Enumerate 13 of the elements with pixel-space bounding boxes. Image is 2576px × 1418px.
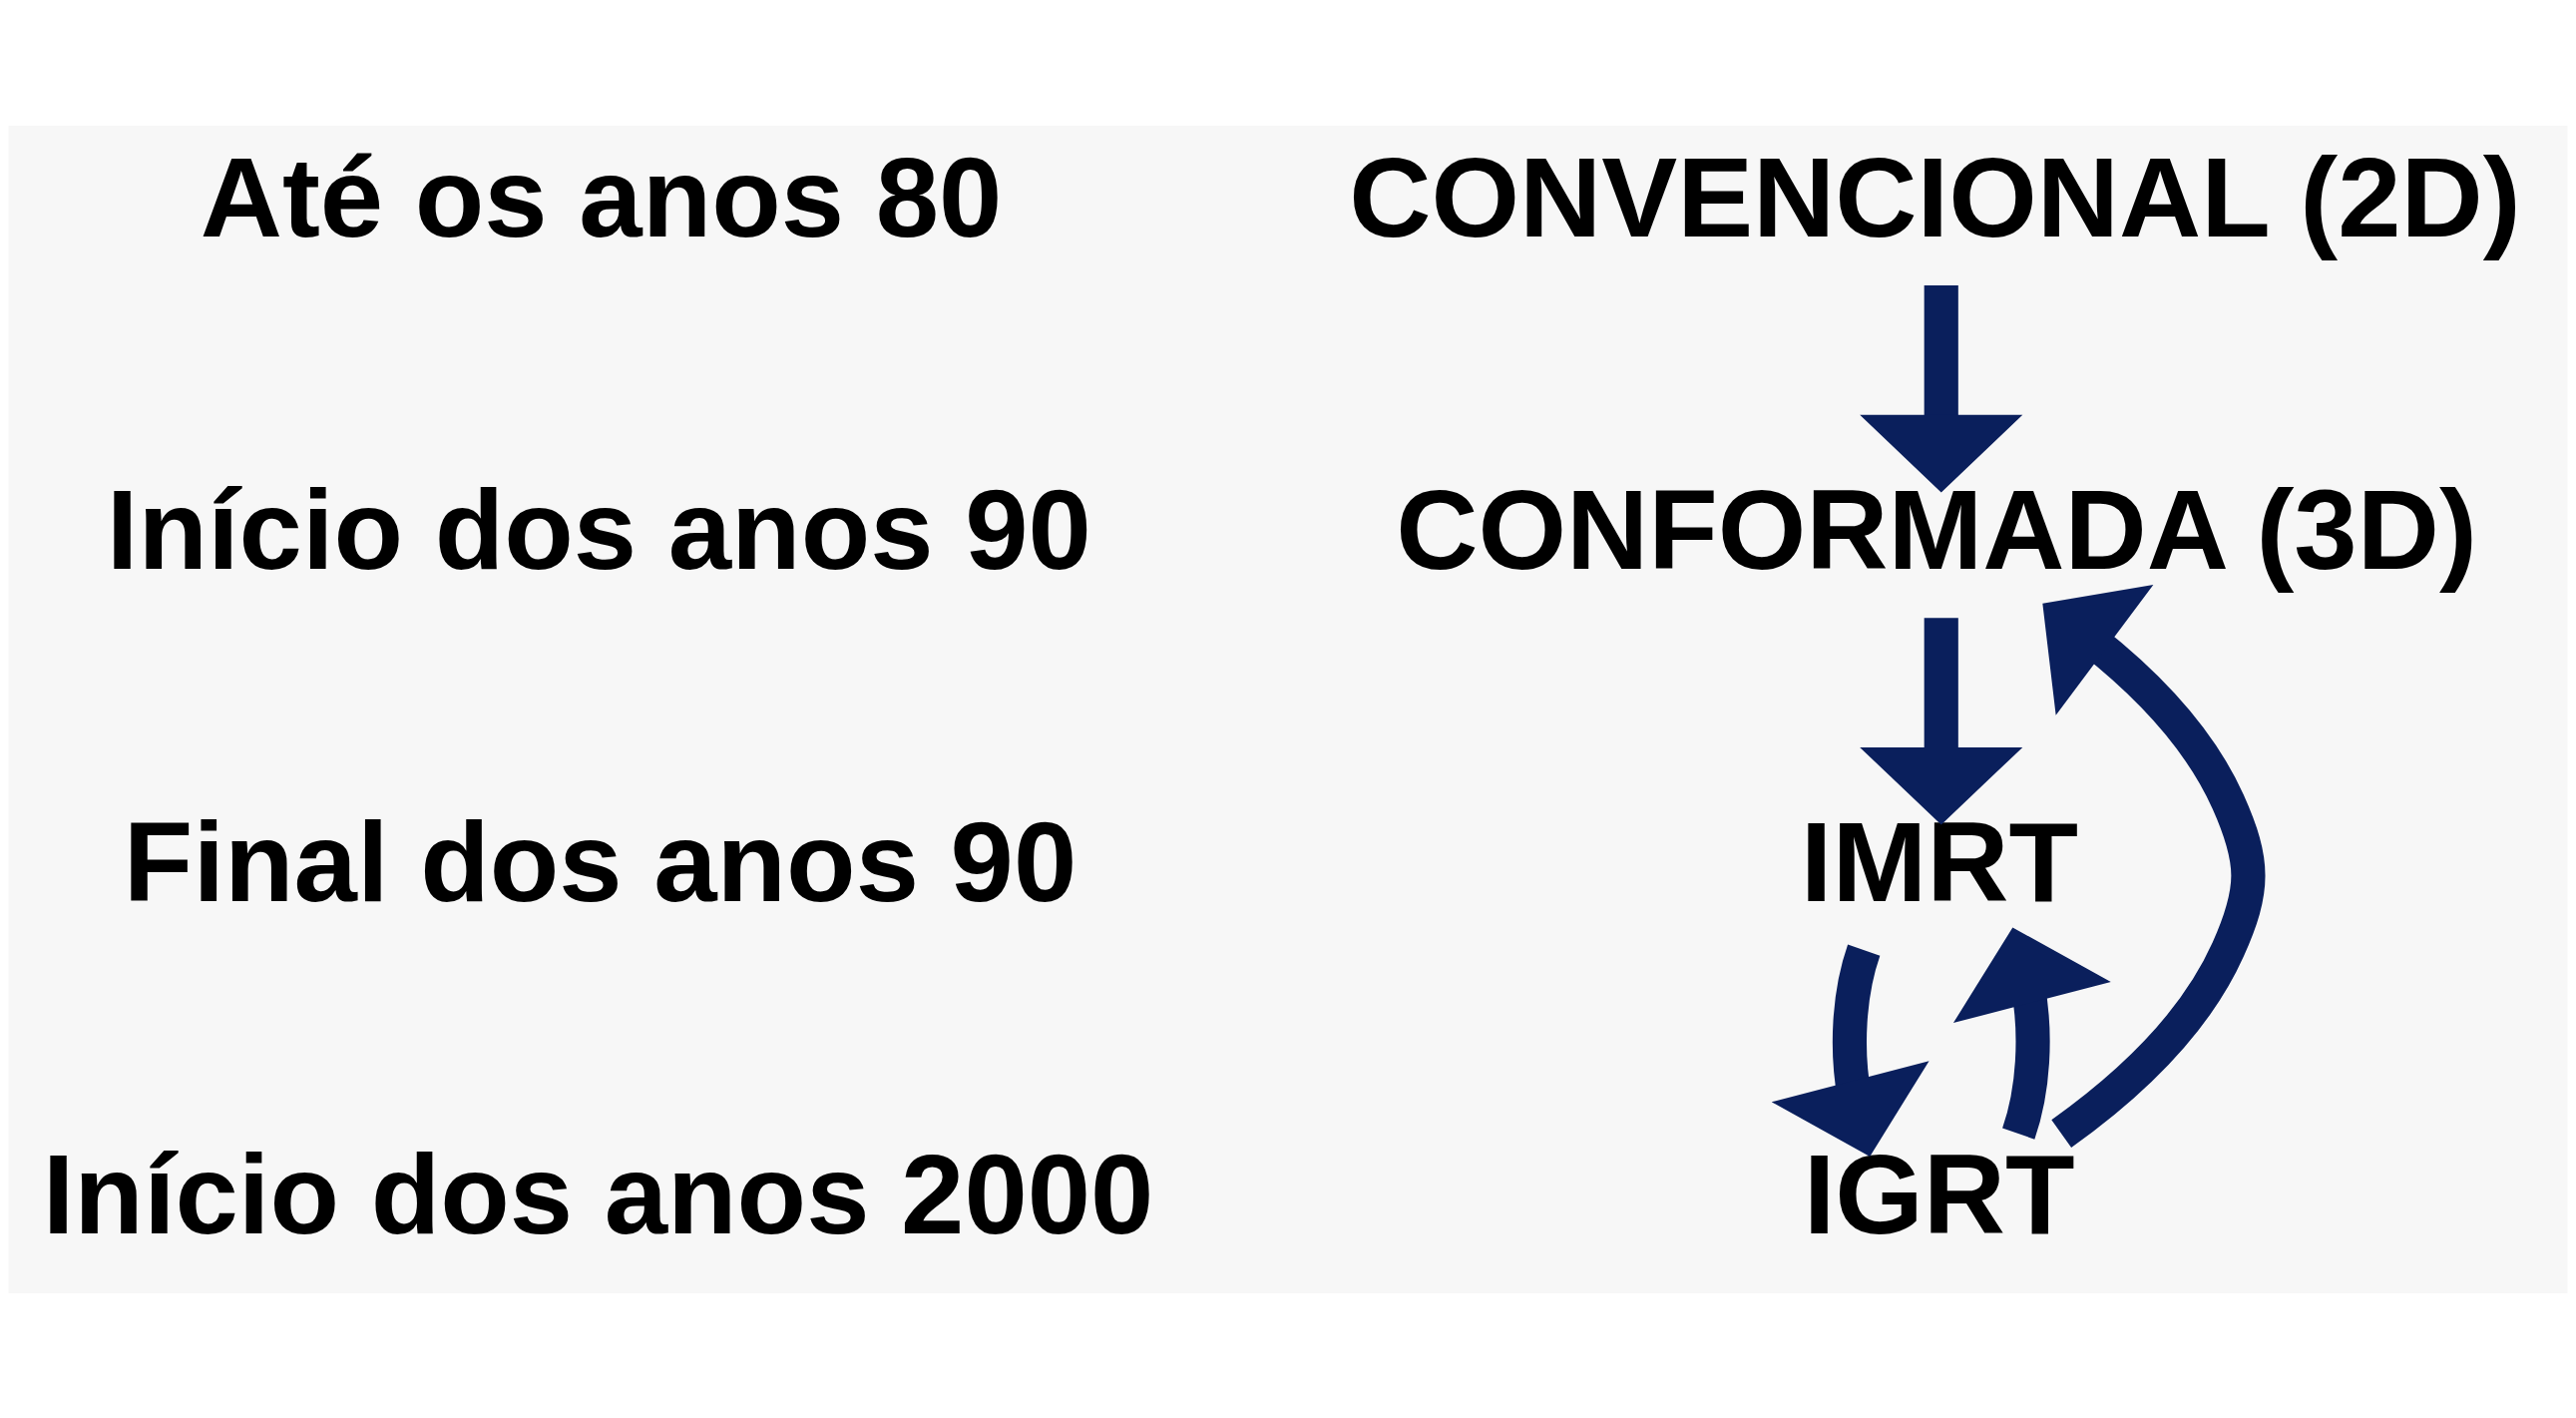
node-text: CONFORMADA (3D) (1396, 465, 2477, 593)
label: Até os anos 80 (200, 133, 1003, 260)
node-text: IGRT (1803, 1130, 2075, 1257)
label: Final dos anos 90 (123, 797, 1077, 925)
arrow (2042, 584, 2266, 1148)
arrow (1771, 944, 1930, 1157)
label: Início dos anos 2000 (42, 1130, 1154, 1257)
node-text: IMRT (1800, 797, 2079, 925)
arrow (1952, 926, 2111, 1139)
arrow (1860, 617, 2023, 825)
arrow (1860, 284, 2023, 493)
node-text: CONVENCIONAL (2D) (1349, 133, 2521, 260)
label: Início dos anos 90 (106, 465, 1091, 593)
